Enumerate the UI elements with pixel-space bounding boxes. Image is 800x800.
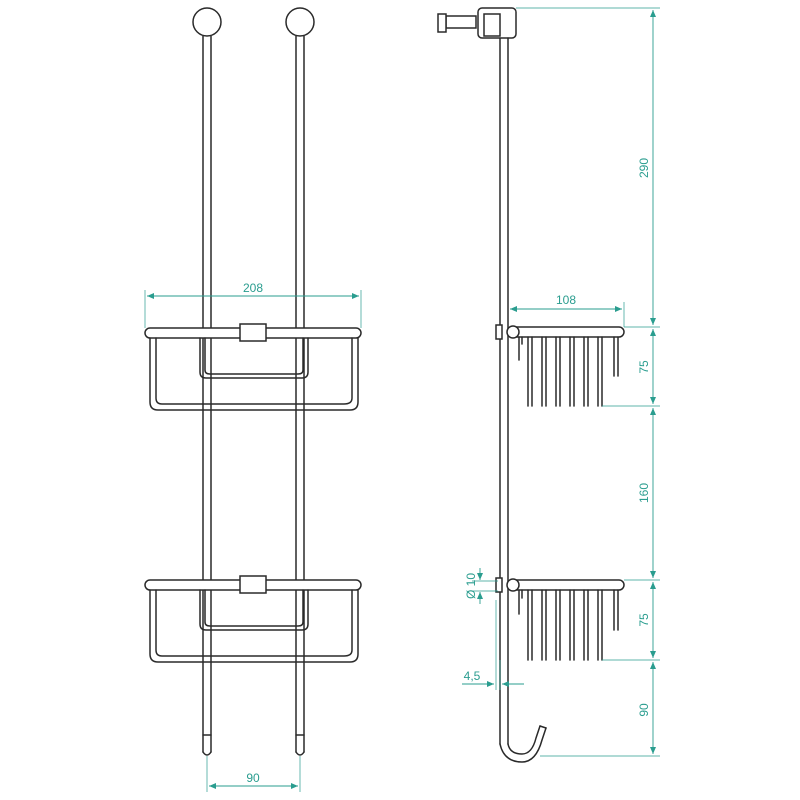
front-basket-lower: [144, 575, 362, 663]
dim-rod-diameter: Ø 10: [464, 568, 498, 604]
dim-rod-diameter-label: Ø 10: [464, 573, 478, 599]
front-view: 208 90: [144, 7, 362, 792]
front-basket-upper: [144, 323, 362, 411]
front-knob-right: [285, 7, 315, 37]
dim-front-spacing: 90: [206, 756, 301, 792]
side-top-bracket: [437, 7, 517, 39]
dim-top-height-label: 290: [637, 158, 651, 178]
dim-rod-offset: 4,5: [462, 600, 524, 690]
side-basket-lower: [495, 577, 625, 661]
dim-side-depth-label: 108: [556, 293, 576, 307]
dim-front-width-label: 208: [243, 281, 263, 295]
dim-front-width: 208: [144, 281, 362, 328]
dim-basket-height-lower-label: 75: [637, 613, 651, 627]
dim-rod-offset-label: 4,5: [464, 669, 481, 683]
front-rod-left: [202, 35, 212, 756]
side-basket-lower-tines: [527, 589, 619, 661]
dim-bottom-height-label: 90: [637, 703, 651, 717]
dim-basket-height-upper-label: 75: [637, 360, 651, 374]
side-basket-upper-tines: [527, 336, 619, 407]
front-rod-right: [295, 35, 305, 756]
front-knob-left: [192, 7, 222, 37]
dim-front-spacing-label: 90: [246, 771, 260, 785]
dim-vertical-chain: 290 75 160 75 90: [516, 7, 660, 757]
dim-side-depth: 108: [510, 293, 625, 327]
side-basket-upper: [495, 324, 625, 407]
side-view: 108 290 75 160 75 90 Ø 10: [437, 7, 660, 763]
dim-gap-height-label: 160: [637, 483, 651, 503]
side-rod: [499, 37, 547, 763]
